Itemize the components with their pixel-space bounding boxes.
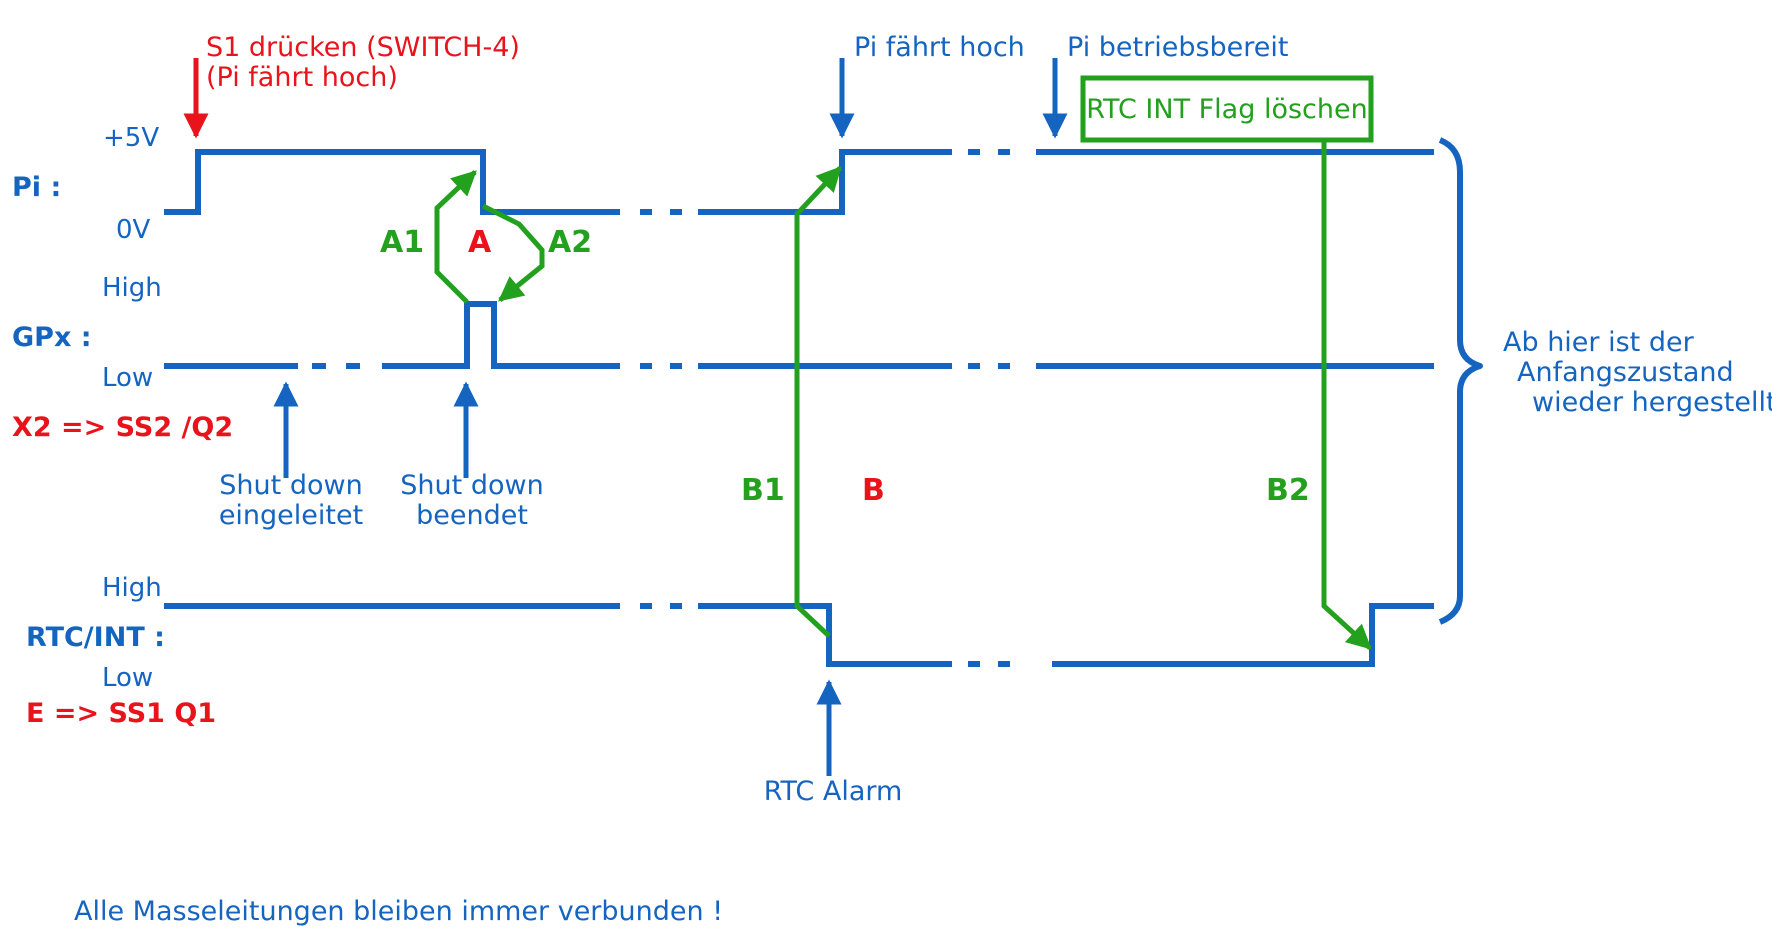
annotation-a1: A1: [380, 225, 424, 260]
gpx-level-low: Low: [102, 363, 153, 393]
gpx-mapping-label: X2 => SS2 /Q2: [12, 412, 233, 443]
a2-arrow-path: [481, 203, 545, 302]
shutdown-started-label-line1: Shut down: [219, 470, 362, 501]
rtc-flag-box-label: RTC INT Flag löschen: [1086, 94, 1367, 125]
brace-note-line2: Anfangszustand: [1517, 357, 1734, 388]
annotation-b: B: [862, 473, 885, 508]
brace-note-line3: wieder hergestellt: [1532, 387, 1772, 418]
state-restored-brace: [1438, 137, 1483, 625]
pi-waveform-segment-1: [164, 149, 620, 215]
pi-signal-label: Pi :: [12, 172, 61, 203]
rtc-level-high: High: [102, 573, 162, 603]
a1-arrow-path: [434, 170, 477, 304]
pi-waveform-segment-2: [698, 149, 952, 215]
annotation-a: A: [468, 225, 492, 260]
gpx-signal-label: GPx :: [12, 322, 92, 353]
brace-note-line1: Ab hier ist der: [1503, 327, 1695, 358]
annotation-a2: A2: [548, 225, 592, 260]
rtc-mapping-label: E => SS1 Q1: [26, 698, 216, 729]
pi-boot-label: Pi fährt hoch: [854, 32, 1025, 63]
pi-level-low: 0V: [116, 215, 151, 245]
annotation-b1: B1: [741, 473, 785, 508]
s1-press-label-line2: (Pi fährt hoch): [206, 62, 398, 93]
rtc-flag-box: [1080, 75, 1374, 143]
shutdown-finished-label-line2: beendet: [416, 500, 528, 531]
gpx-level-high: High: [102, 273, 162, 303]
footer-note: Alle Masseleitungen bleiben immer verbun…: [74, 896, 723, 927]
b1-arrow-path: [794, 166, 842, 638]
shutdown-started-label-line2: eingeleitet: [219, 500, 363, 531]
b2-arrow-path: [1321, 140, 1372, 650]
shutdown-finished-label-line1: Shut down: [400, 470, 543, 501]
pi-level-high: +5V: [103, 123, 159, 153]
rtc-alarm-label: RTC Alarm: [764, 776, 903, 807]
annotation-b2: B2: [1266, 473, 1310, 508]
rtc-level-low: Low: [102, 663, 153, 693]
rtc-waveform-segment-3: [1052, 603, 1434, 667]
s1-press-label-line1: S1 drücken (SWITCH-4): [206, 32, 520, 63]
rtc-signal-label: RTC/INT :: [26, 622, 165, 653]
gpx-waveform-pulse: [382, 301, 620, 369]
pi-ready-label: Pi betriebsbereit: [1067, 32, 1288, 63]
